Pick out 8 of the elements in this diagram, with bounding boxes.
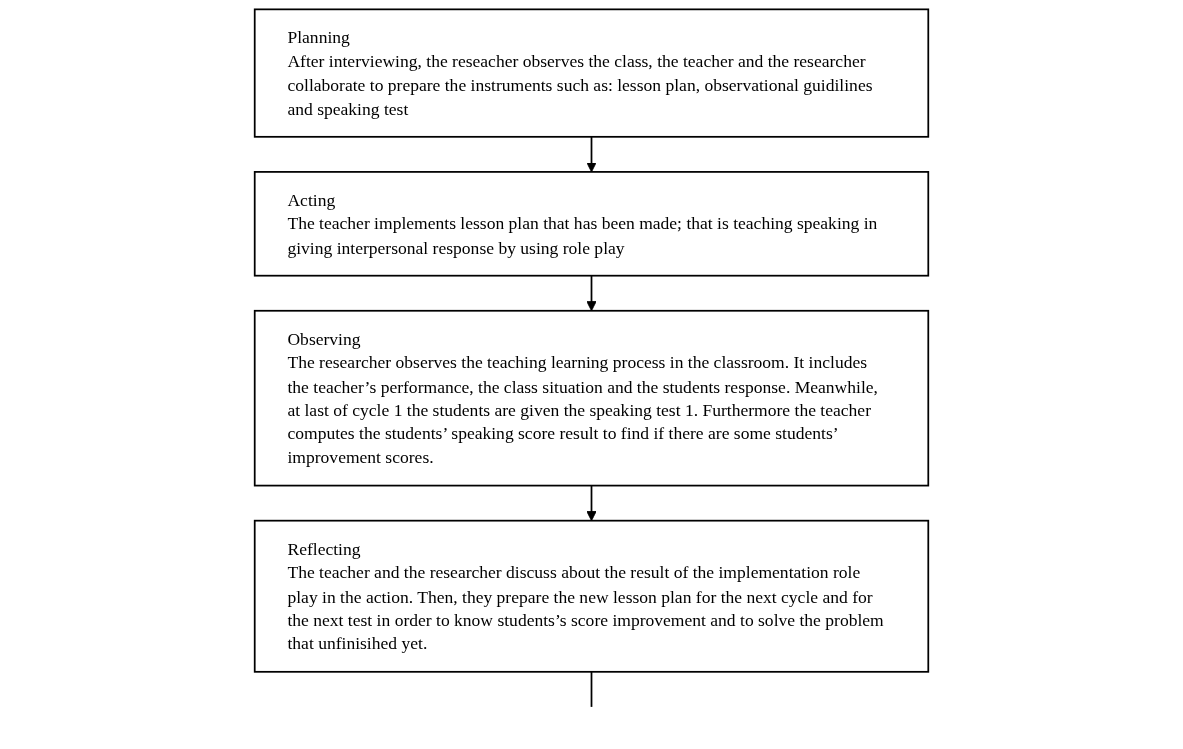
node-box: Reflecting The teacher and the researcher discuss about the result of the implementation role play in the action. Then, they prepare the new lesson plan for the next cycle and for the next test in order to know students’s score improvement and to solve the problem that unfinisihed yet. bbox=[253, 519, 930, 673]
connector bbox=[590, 670, 593, 708]
node-box: Planning After interviewing, the reseacher observes the class, the teacher and the researcher collaborate to prepare the instruments such as: lesson plan, observational guidilines and speaking test bbox=[253, 8, 930, 138]
node-box: Observing The researcher observes the teaching learning process in the classroom. It includes the teacher’s performance, the class situation and the students response. Meanwhile, at last of cycle 1 the students are given the speaking test 1. Furthermore the teacher computes the students’ speaking score result to find if there are some students’ improvement scores. bbox=[253, 309, 930, 487]
arrow bbox=[586, 135, 597, 173]
node-box: Acting The teacher implements lesson plan that has been made; that is teaching speaking in giving interpersonal response by using role play bbox=[253, 171, 930, 277]
arrow bbox=[586, 274, 597, 312]
arrow bbox=[586, 484, 597, 522]
